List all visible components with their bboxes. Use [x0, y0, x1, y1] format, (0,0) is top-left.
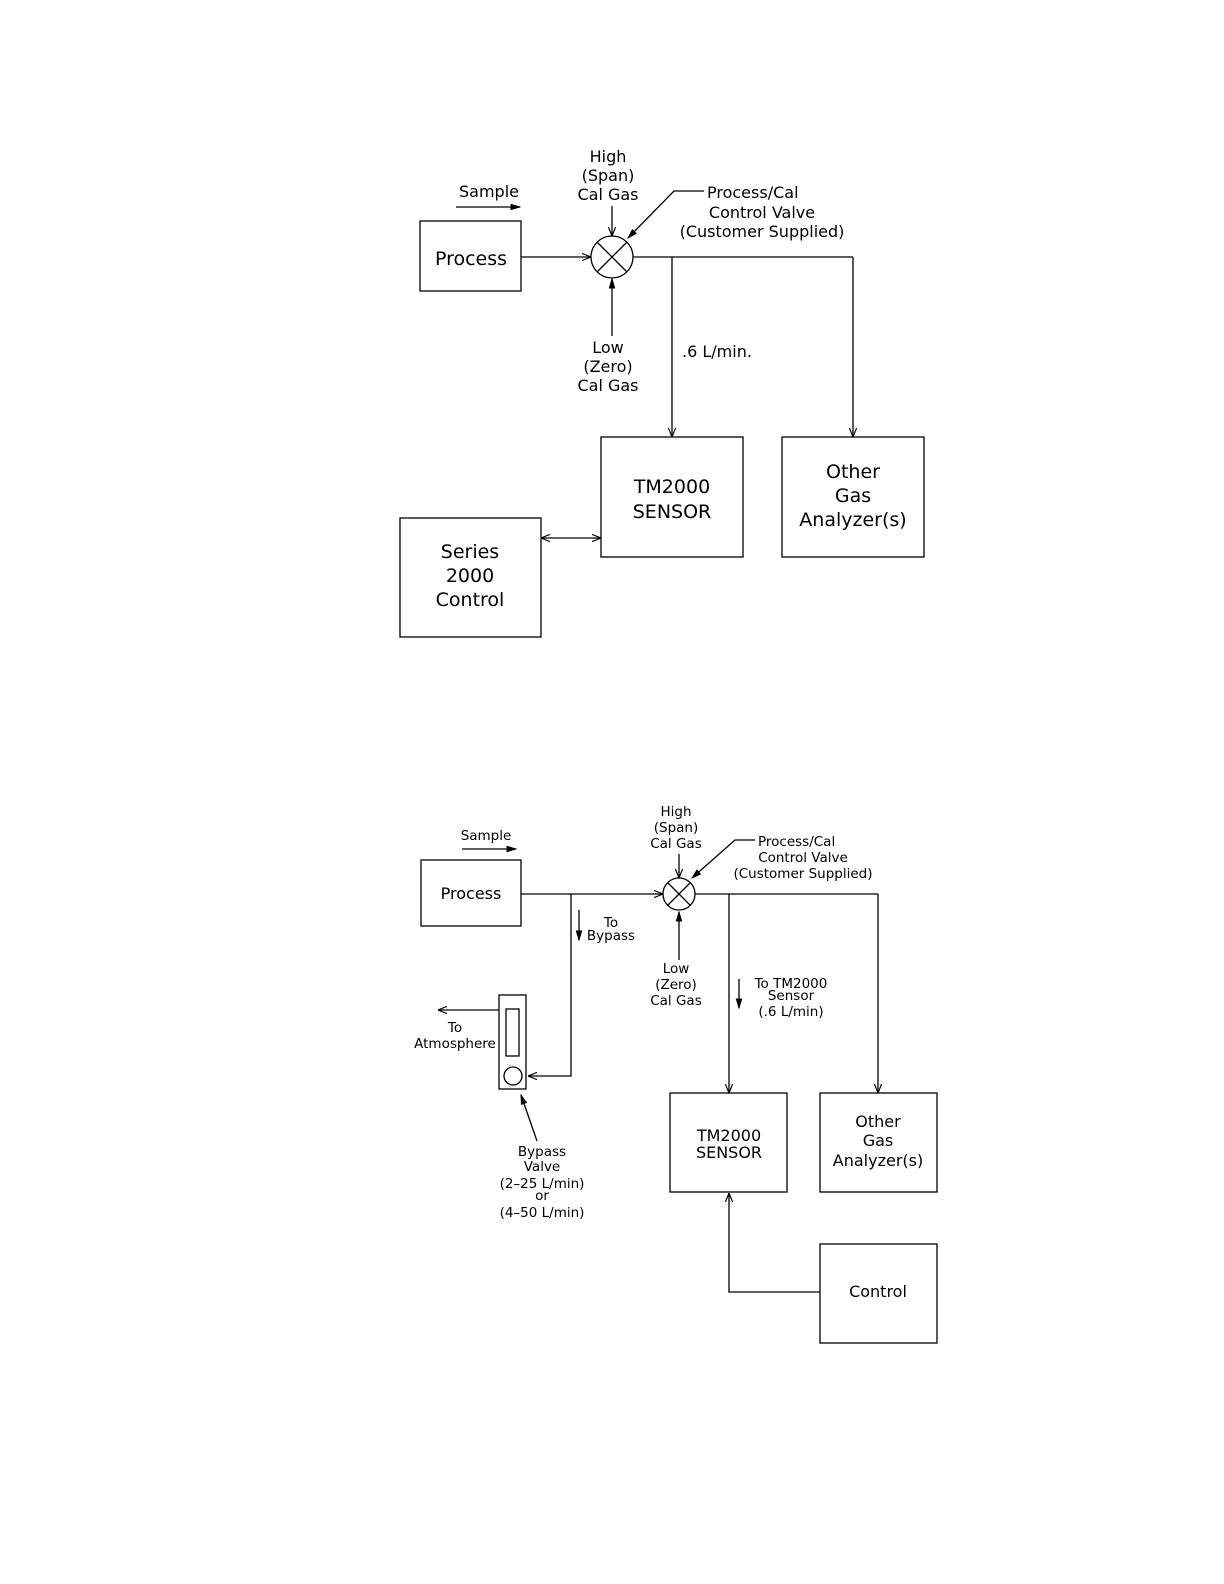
to-sensor-line2: Sensor	[768, 988, 815, 1004]
valve-label-line2: Control Valve	[709, 203, 815, 222]
flow-diagram-2: Sample Process To Bypass High (Span) Cal…	[414, 804, 938, 1344]
flow-rate-label: .6 L/min.	[682, 342, 752, 361]
other-analyzers-line3: Analyzer(s)	[799, 509, 906, 531]
to-sensor-line3: (.6 L/min)	[758, 1004, 823, 1020]
bypass-valve-line3: (2–25 L/min)	[500, 1176, 585, 1192]
to-sensor-line1: To TM2000	[754, 976, 828, 992]
process-box	[419, 220, 522, 292]
other-analyzers-line1: Other	[855, 1112, 901, 1131]
other-gas-analyzers-box	[781, 436, 925, 558]
control-to-sensor-line	[729, 1193, 820, 1293]
control-box	[819, 1243, 938, 1344]
process-label: Process	[435, 248, 507, 270]
control-label-line2: 2000	[446, 565, 494, 587]
valve-label-line1: Process/Cal	[707, 183, 799, 202]
other-analyzers-line2: Gas	[835, 485, 871, 507]
sensor-label-line2: SENSOR	[633, 501, 712, 523]
low-cal-gas-line3: Cal Gas	[577, 376, 638, 395]
bypass-branch-line	[528, 894, 572, 1076]
valve-label-line3: (Customer Supplied)	[680, 222, 845, 241]
flow-diagram-1: Sample Process High (Span) Cal Gas Proce…	[399, 147, 925, 638]
valve-callout-leader	[692, 839, 755, 878]
tm2000-sensor-box	[600, 436, 744, 558]
process-label: Process	[441, 884, 502, 903]
valve-cross-line	[667, 882, 691, 906]
high-cal-gas-line1: High	[660, 804, 691, 820]
valve-label-line1: Process/Cal	[758, 834, 835, 850]
sample-label: Sample	[459, 182, 519, 201]
tm2000-sensor-box	[669, 1092, 788, 1193]
other-analyzers-line2: Gas	[863, 1131, 894, 1150]
control-label-line1: Series	[441, 541, 499, 563]
to-bypass-line1: To	[603, 915, 618, 931]
series-2000-control-box	[399, 517, 542, 638]
valve-label-line3: (Customer Supplied)	[733, 866, 872, 882]
to-atmosphere-line2: Atmosphere	[414, 1036, 496, 1052]
other-analyzers-line3: Analyzer(s)	[833, 1151, 923, 1170]
process-box	[420, 859, 522, 927]
low-cal-gas-line2: (Zero)	[655, 977, 697, 993]
low-cal-gas-line2: (Zero)	[583, 357, 632, 376]
valve-label-line2: Control Valve	[758, 850, 848, 866]
bypass-valve-leader	[520, 1095, 538, 1142]
other-analyzers-line1: Other	[826, 461, 880, 483]
bypass-valve-line1: Bypass	[518, 1144, 566, 1160]
high-cal-gas-line3: Cal Gas	[577, 185, 638, 204]
flowmeter-sight-tube	[505, 1008, 520, 1057]
control-label: Control	[849, 1282, 907, 1301]
sensor-label-line1: TM2000	[633, 476, 710, 498]
bypass-valve-line2: Valve	[524, 1159, 561, 1175]
control-label-line3: Control	[436, 589, 505, 611]
low-cal-gas-line1: Low	[663, 961, 690, 977]
to-bypass-line2: Bypass	[587, 928, 635, 944]
high-cal-gas-line3: Cal Gas	[650, 836, 702, 852]
high-cal-gas-line2: (Span)	[582, 166, 635, 185]
high-cal-gas-line2: (Span)	[654, 820, 699, 836]
valve-callout-leader	[628, 190, 704, 238]
valve-cross-line	[596, 241, 628, 273]
low-cal-gas-line3: Cal Gas	[650, 993, 702, 1009]
low-cal-gas-line1: Low	[592, 338, 624, 357]
sensor-label-line1: TM2000	[696, 1126, 761, 1145]
bypass-valve-line5: (4–50 L/min)	[500, 1205, 585, 1221]
bypass-valve-knob	[503, 1066, 523, 1086]
bypass-valve-line4: or	[535, 1188, 549, 1204]
high-cal-gas-line1: High	[590, 147, 627, 166]
sample-label: Sample	[461, 828, 512, 844]
other-gas-analyzers-box	[819, 1092, 938, 1193]
to-atmosphere-line1: To	[447, 1020, 462, 1036]
sensor-label-line2: SENSOR	[696, 1143, 762, 1162]
